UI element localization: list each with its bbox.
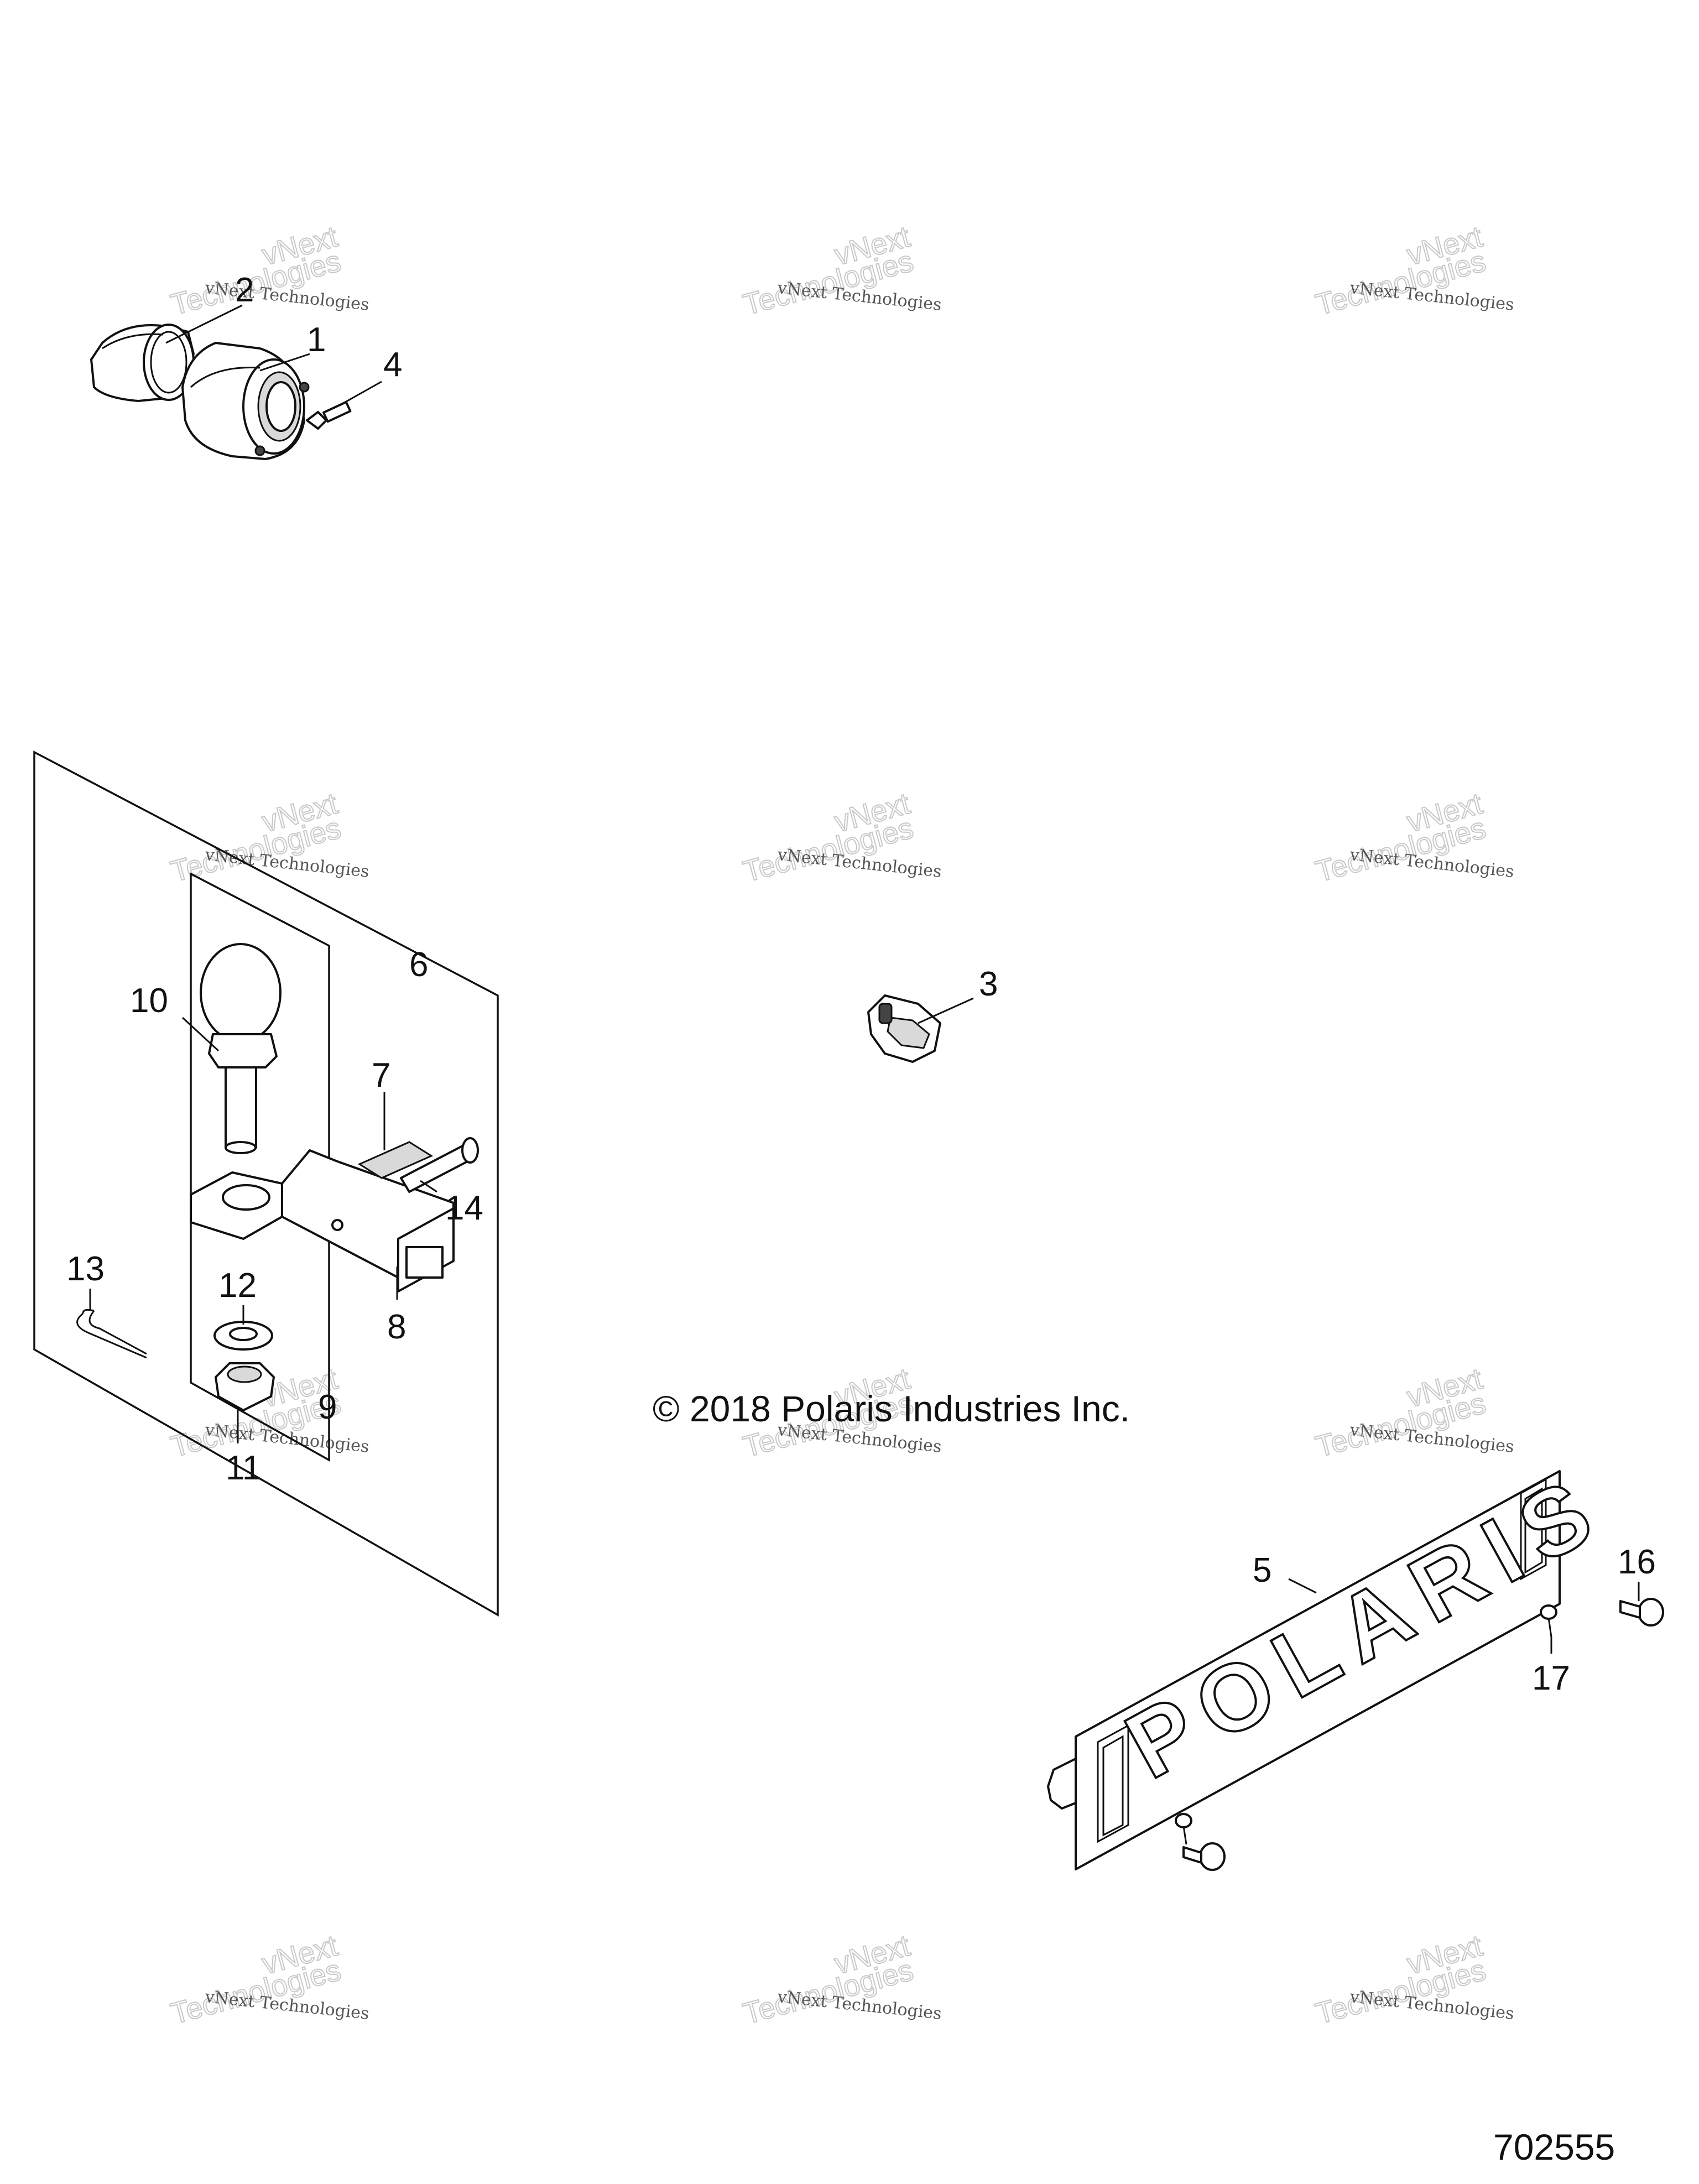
callout-3: 3 (979, 965, 998, 1003)
part-1-hub (181, 342, 310, 460)
leader-lines (89, 304, 1640, 1654)
part-3-connector (867, 994, 941, 1063)
part-7-label (357, 1141, 434, 1179)
callout-16: 16 (1618, 1543, 1656, 1581)
copyright-notice: © 2018 Polaris Industries Inc. (653, 1388, 1130, 1429)
part-11-nut (215, 1362, 275, 1411)
part-13-hitch-clip (76, 1309, 147, 1359)
callout-6: 6 (409, 946, 428, 984)
callout-11: 11 (226, 1449, 261, 1487)
callout-4: 4 (383, 346, 402, 384)
plate-logo-text: POLARIS (1109, 1453, 1621, 1799)
part-10-hitch-ball (200, 943, 282, 1154)
callout-10: 10 (130, 982, 168, 1020)
part-14-pin (400, 1137, 479, 1193)
part-2-band (90, 324, 195, 402)
callout-labels: 2 1 4 3 6 10 7 14 12 13 8 9 11 5 16 17 (66, 271, 1656, 1697)
document-number: 702555 (1493, 2126, 1615, 2167)
callout-17: 17 (1532, 1659, 1570, 1697)
part-17-screw (1540, 1604, 1557, 1638)
callout-2: 2 (235, 271, 254, 309)
callout-7: 7 (372, 1056, 390, 1094)
part-16-screw (1619, 1598, 1664, 1627)
plate-screw-lower (1175, 1813, 1226, 1871)
part-12-washer (213, 1321, 273, 1351)
callout-13: 13 (66, 1250, 105, 1288)
callout-12: 12 (218, 1266, 257, 1305)
callout-5: 5 (1253, 1551, 1271, 1589)
callout-8: 8 (387, 1308, 406, 1346)
part-4-bolt (306, 400, 352, 430)
callout-14: 14 (445, 1189, 483, 1227)
callout-9: 9 (318, 1388, 337, 1426)
callout-1: 1 (307, 321, 326, 359)
